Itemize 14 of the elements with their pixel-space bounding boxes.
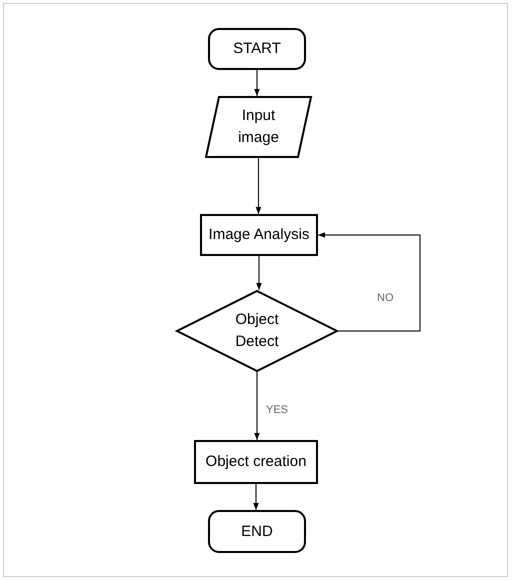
- arrow: [254, 70, 260, 96]
- process-box: Image Analysis: [200, 214, 318, 256]
- arrow: [256, 158, 262, 214]
- arrow: [256, 256, 262, 290]
- input-parallelogram: Input image: [205, 96, 312, 158]
- decision-diamond: Object Detect: [176, 290, 338, 372]
- process-box: Object creation: [194, 440, 318, 484]
- edge-label: NO: [375, 292, 396, 304]
- edge-label: YES: [264, 404, 290, 416]
- arrow: [318, 232, 420, 332]
- arrow: [254, 372, 260, 440]
- arrow: [253, 484, 259, 510]
- terminal-box: END: [208, 510, 306, 553]
- terminal-box: START: [208, 28, 306, 70]
